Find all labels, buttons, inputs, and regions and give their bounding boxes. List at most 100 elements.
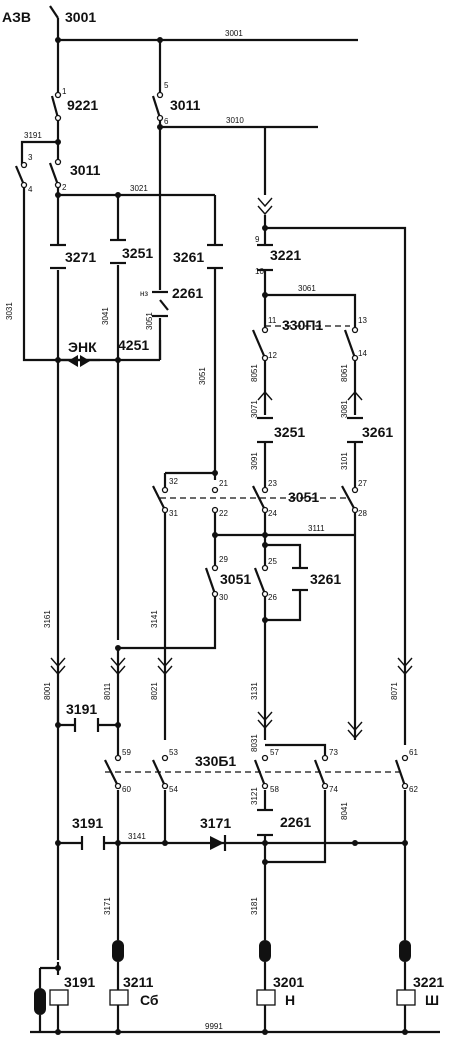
terminal-54: 54	[169, 785, 178, 794]
label-2261-top: 2261	[172, 285, 203, 301]
nodes	[55, 37, 408, 1035]
terminal-26: 26	[268, 593, 277, 602]
terminal-24: 24	[268, 509, 277, 518]
wire-8061: 8061	[340, 364, 349, 382]
wire-8021: 8021	[150, 682, 159, 700]
terminal-9: 9	[255, 235, 260, 244]
coil-winding-3201	[259, 940, 271, 962]
wire-3031: 3031	[5, 302, 14, 320]
label-coil-3201: 3201	[273, 974, 304, 990]
wire-3141-h: 3141	[128, 832, 146, 841]
terminals	[20, 91, 409, 790]
wire-3010: 3010	[226, 116, 244, 125]
terminal-30: 30	[219, 593, 228, 602]
coils	[34, 940, 416, 1015]
wire-3181: 3181	[250, 897, 259, 915]
switch-blades	[14, 5, 407, 787]
contacts	[50, 238, 363, 850]
terminal-60: 60	[122, 785, 131, 794]
wire-3001: 3001	[225, 29, 243, 38]
terminal-5: 5	[164, 81, 169, 90]
label-3271: 3271	[65, 249, 96, 265]
label-3001: 3001	[65, 9, 96, 25]
label-enk: ЭНК	[68, 339, 97, 355]
terminal-1: 1	[62, 87, 67, 96]
terminal-4: 4	[28, 185, 33, 194]
mechanical-linkages	[105, 325, 400, 773]
wire-3051-b: 3051	[198, 367, 207, 385]
terminal-58: 58	[270, 785, 279, 794]
wire-8051: 8051	[250, 364, 259, 382]
terminal-11: 11	[268, 316, 277, 325]
label-3261-lower: 3261	[310, 571, 341, 587]
label-3261-top: 3261	[173, 249, 204, 265]
terminal-29: 29	[219, 555, 228, 564]
wire-3191: 3191	[24, 131, 42, 140]
wire-8011: 8011	[103, 682, 112, 700]
diode-3171	[210, 835, 227, 851]
terminal-12: 12	[268, 351, 277, 360]
terminal-59: 59	[122, 748, 131, 757]
relay-box-3221	[396, 989, 416, 1006]
wire-3071: 3071	[250, 400, 259, 418]
terminal-21: 21	[219, 479, 228, 488]
label-3191-contact: 3191	[66, 701, 97, 717]
label-330p1: 330П1	[282, 317, 323, 333]
terminal-14: 14	[358, 349, 367, 358]
terminal-28: 28	[358, 509, 367, 518]
terminal-3: 3	[28, 153, 33, 162]
relay-box-3211	[109, 989, 129, 1006]
terminal-73: 73	[329, 748, 338, 757]
label-3251-mid: 3251	[274, 424, 305, 440]
wire-9991: 9991	[205, 1022, 223, 1031]
wire-8041: 8041	[340, 802, 349, 820]
terminal-22: 22	[219, 509, 228, 518]
connectors	[50, 197, 413, 740]
label-coil-3221-sub: Ш	[425, 992, 439, 1008]
coil-winding-3211	[112, 940, 124, 962]
label-3251-top: 3251	[122, 245, 153, 261]
wire-3021: 3021	[130, 184, 148, 193]
terminal-13: 13	[358, 316, 367, 325]
terminal-53: 53	[169, 748, 178, 757]
wire-3131: 3131	[250, 682, 259, 700]
wire-3081: 3081	[340, 400, 349, 418]
label-3221-top: 3221	[270, 247, 301, 263]
wiring	[20, 18, 440, 1034]
terminal-32: 32	[169, 477, 178, 486]
terminal-6: 6	[164, 117, 169, 126]
enk-fuse-symbol	[68, 355, 90, 367]
label-coil-3211: 3211	[123, 974, 154, 990]
component-labels: АЗВ 3001 9221 3011 3011 3271 3251 3261 н…	[2, 9, 444, 1008]
label-coil-3221: 3221	[413, 974, 444, 990]
wire-8031: 8031	[250, 734, 259, 752]
terminal-57: 57	[270, 748, 279, 757]
terminal-numbers: 1 2 3 4 5 6 9 10 11 12 13 14 21 22 23 24…	[28, 81, 418, 794]
label-3051-linkage: 3051	[288, 489, 319, 505]
label-2261-bottom: 2261	[280, 814, 311, 830]
label-3261-mid: 3261	[362, 424, 393, 440]
terminal-2: 2	[62, 183, 67, 192]
wire-3171: 3171	[103, 897, 112, 915]
label-330b1: 330Б1	[195, 753, 236, 769]
label-azv: АЗВ	[2, 9, 31, 25]
wire-8001: 8001	[43, 682, 52, 700]
wire-8071: 8071	[390, 682, 399, 700]
terminal-23: 23	[268, 479, 277, 488]
wire-3061: 3061	[298, 284, 316, 293]
coil-winding-3191	[34, 988, 46, 1015]
terminal-61: 61	[409, 748, 418, 757]
wire-3041: 3041	[101, 307, 110, 325]
label-4251: 4251	[118, 337, 149, 353]
wire-numbers: 3001 3010 3191 3021 3061 3111 3141 9991 …	[5, 29, 399, 1031]
wire-3101: 3101	[340, 452, 349, 470]
label-coil-3201-sub: Н	[285, 992, 295, 1008]
label-9221: 9221	[67, 97, 98, 113]
label-3191-bus: 3191	[72, 815, 103, 831]
label-3171-diode: 3171	[200, 815, 231, 831]
terminal-10: 10	[255, 267, 264, 276]
terminal-62: 62	[409, 785, 418, 794]
terminal-25: 25	[268, 557, 277, 566]
terminal-27: 27	[358, 479, 367, 488]
